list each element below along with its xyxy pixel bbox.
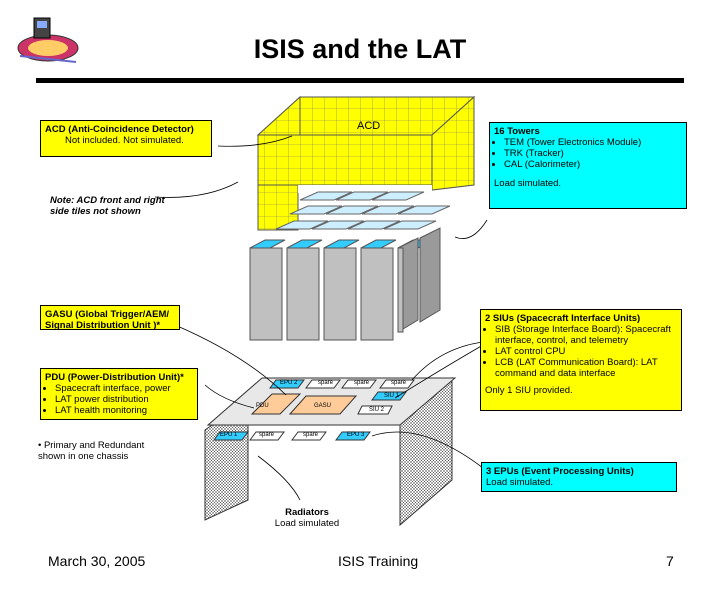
pointer-arrows (154, 135, 488, 501)
pdu-list-item: LAT power distribution (55, 394, 193, 405)
crate-label-epu3: EPU 3 (347, 432, 365, 438)
gasu-callout-heading: GASU (Global Trigger/AEM/ Signal Distrib… (45, 309, 170, 331)
crate-label-gasu: GASU (314, 403, 332, 409)
crate-label-siu1: SIU 1 (384, 393, 400, 399)
crate-label-epu2: EPU 2 (280, 380, 298, 386)
crate-label-spare: spare (354, 380, 370, 386)
siu-callout-text: Only 1 SIU provided. (485, 385, 573, 396)
crate-label-spare: spare (318, 380, 334, 386)
crate-label-siu2: SIU 2 (369, 407, 385, 413)
siu-callout-heading: 2 SIUs (Spacecraft Interface Units) (485, 313, 641, 324)
chassis-note: • Primary and Redundant shown in one cha… (38, 440, 168, 462)
tower-top-tiles (275, 191, 451, 230)
acd-callout-heading: ACD (Anti-Coincidence Detector) (45, 124, 194, 135)
crates (213, 379, 415, 441)
towers-callout-text: Load simulated. (494, 178, 562, 189)
acd-left-skirt (257, 184, 299, 231)
pdu-list-item: Spacecraft interface, power (55, 383, 193, 394)
bullet: • (38, 440, 44, 451)
crate-label-epu1: EPU 1 (220, 432, 238, 438)
title-rule (36, 78, 684, 83)
towers-list-item: CAL (Calorimeter) (504, 159, 682, 170)
footer-date: March 30, 2005 (48, 553, 146, 569)
crate-label-spare: spare (259, 432, 275, 438)
epu-callout-text: Load simulated. (486, 477, 554, 488)
acd-callout-text: Not included. Not simulated. (65, 135, 184, 146)
footer-center: ISIS Training (338, 553, 419, 569)
siu-callout: 2 SIUs (Spacecraft Interface Units) SIB … (480, 309, 682, 411)
pdu-list-item: LAT health monitoring (55, 405, 193, 416)
crate-label-pdu: PDU (256, 403, 269, 409)
siu-list: SIB (Storage Interface Board): Spacecraf… (485, 324, 677, 379)
radiators-text: Load simulated (274, 518, 340, 529)
epu-callout: 3 EPUs (Event Processing Units) Load sim… (481, 462, 677, 492)
acd-note: Note: ACD front and right side tiles not… (50, 195, 165, 217)
towers-callout: 16 Towers TEM (Tower Electronics Module)… (489, 122, 687, 209)
chassis-note-text: Primary and Redundant shown in one chass… (38, 440, 145, 462)
crate-label-spare: spare (391, 380, 407, 386)
crate-label-spare: spare (303, 432, 319, 438)
acd-right-side (431, 95, 475, 191)
epu-callout-heading: 3 EPUs (Event Processing Units) (486, 466, 634, 477)
towers-list-item: TRK (Tracker) (504, 148, 682, 159)
pdu-callout-heading: PDU (Power-Distribution Unit)* (45, 372, 184, 383)
towers-callout-heading: 16 Towers (494, 126, 540, 137)
towers-list: TEM (Tower Electronics Module) TRK (Trac… (494, 137, 682, 170)
page-title: ISIS and the LAT (253, 34, 467, 64)
footer-page-number: 7 (666, 553, 674, 569)
tower-bodies (249, 227, 441, 341)
acd-label: ACD (357, 120, 381, 132)
siu-list-item: LAT control CPU (495, 346, 677, 357)
radiators-heading: Radiators (285, 507, 329, 518)
acd-opening (298, 185, 432, 193)
gasu-callout: GASU (Global Trigger/AEM/ Signal Distrib… (40, 305, 180, 331)
siu-list-item: LCB (LAT Communication Board): LAT comma… (495, 357, 677, 379)
siu-list-item: SIB (Storage Interface Board): Spacecraf… (495, 324, 677, 346)
acd-front (257, 134, 433, 186)
towers-list-item: TEM (Tower Electronics Module) (504, 137, 682, 148)
pdu-list: Spacecraft interface, power LAT power di… (45, 383, 193, 416)
pdu-callout: PDU (Power-Distribution Unit)* Spacecraf… (40, 368, 198, 420)
glast-logo (17, 17, 79, 63)
acd-callout: ACD (Anti-Coincidence Detector) Not incl… (40, 120, 212, 157)
radiators-label: Radiators Load simulated (262, 507, 352, 529)
